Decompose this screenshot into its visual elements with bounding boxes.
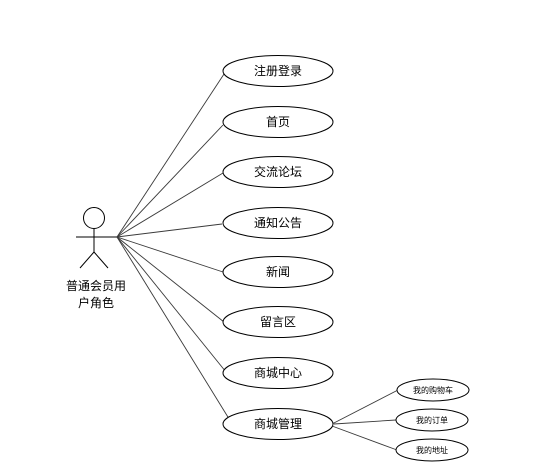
- sub-use-case-label: 我的购物车: [413, 385, 453, 395]
- edge-mall-sub-2: [331, 425, 398, 451]
- edge-actor-usecase-5: [116, 236, 225, 323]
- use-case-mall-center[interactable]: 商城中心: [222, 357, 334, 389]
- use-case-home[interactable]: 首页: [222, 106, 334, 138]
- use-case-label: 通知公告: [254, 216, 302, 230]
- use-case-label: 留言区: [260, 315, 296, 329]
- actor-figure: [76, 207, 117, 269]
- use-case-label: 商城管理: [254, 416, 302, 431]
- edge-actor-usecase-3: [116, 223, 223, 238]
- use-case-register-login[interactable]: 注册登录: [222, 55, 334, 87]
- sub-use-case-my-address[interactable]: 我的地址: [395, 438, 469, 462]
- use-case-label: 注册登录: [254, 63, 302, 78]
- actor-head: [83, 207, 105, 229]
- use-case-message-board[interactable]: 留言区: [222, 306, 334, 338]
- sub-use-case-label: 我的地址: [416, 445, 448, 455]
- edge-mall-sub-0: [331, 389, 399, 425]
- sub-use-case-label: 我的订单: [416, 415, 448, 425]
- edge-actor-usecase-1: [116, 124, 224, 238]
- actor-label-line2: 户角色: [78, 295, 114, 310]
- actor-edges: [116, 70, 232, 423]
- use-case-label: 新闻: [266, 264, 290, 279]
- actor-right-leg: [93, 251, 109, 269]
- edge-actor-usecase-0: [116, 70, 227, 238]
- sub-edges: [331, 389, 399, 451]
- use-case-announcement[interactable]: 通知公告: [222, 207, 334, 239]
- actor-left-leg: [79, 251, 95, 269]
- use-case-news[interactable]: 新闻: [222, 256, 334, 288]
- use-case-label: 商城中心: [254, 365, 302, 380]
- sub-use-case-shopping-cart[interactable]: 我的购物车: [396, 378, 470, 402]
- edge-actor-usecase-2: [116, 172, 224, 238]
- use-case-mall-management[interactable]: 商城管理: [222, 408, 334, 440]
- use-case-label: 首页: [266, 115, 290, 129]
- edge-actor-usecase-4: [116, 236, 224, 273]
- use-case-forum[interactable]: 交流论坛: [222, 156, 334, 188]
- actor-label-line1: 普通会员用: [66, 279, 126, 293]
- edge-actor-usecase-6: [116, 236, 227, 373]
- use-case-label: 交流论坛: [254, 164, 302, 179]
- edge-actor-usecase-7: [116, 236, 232, 423]
- edge-mall-sub-1: [333, 419, 397, 425]
- sub-use-case-my-orders[interactable]: 我的订单: [395, 408, 469, 432]
